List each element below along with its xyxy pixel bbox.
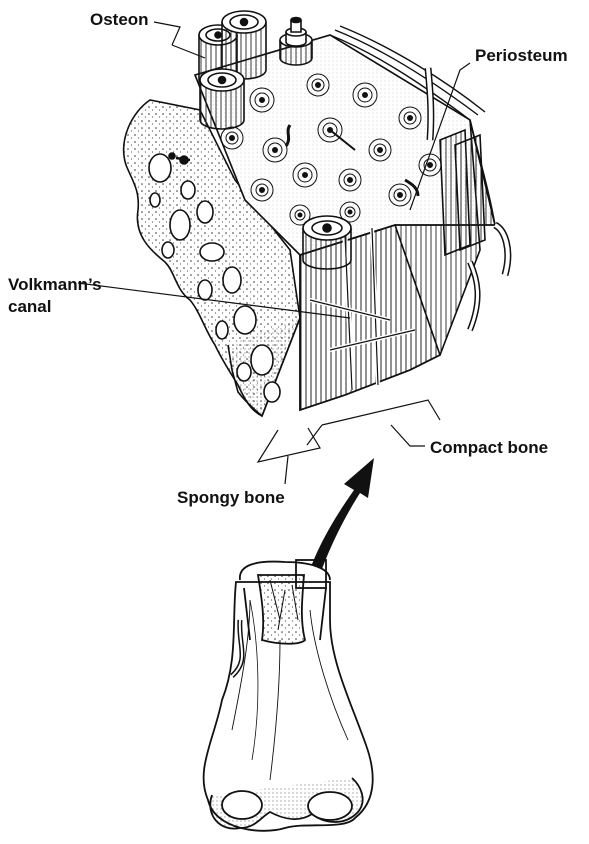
whole-bone-drawing — [204, 560, 373, 831]
periosteum-label: Periosteum — [475, 46, 568, 66]
compact-bone-label: Compact bone — [430, 438, 548, 458]
magnification-arrow — [308, 458, 374, 580]
spongy-bone-label: Spongy bone — [177, 488, 285, 508]
volkmanns-canal-label-line2: canal — [8, 297, 51, 317]
volkmanns-canal-label-line1: Volkmann’s — [8, 275, 102, 295]
osteon-label: Osteon — [90, 10, 149, 30]
